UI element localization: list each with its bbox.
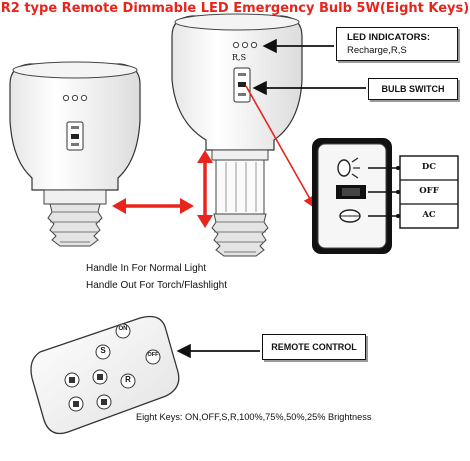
right-bulb xyxy=(171,13,303,257)
remote-key-s: S xyxy=(100,346,106,355)
switch-mode-box xyxy=(399,155,459,229)
eight-keys-caption: Eight Keys: ON,OFF,S,R,100%,75%,50%,25% … xyxy=(136,412,372,422)
bulb-rs-label: R,S xyxy=(232,53,247,62)
led-indicators-detail: Recharge,R,S xyxy=(347,45,407,56)
remote-control-box: REMOTE CONTROL xyxy=(262,334,366,360)
handle-out-caption: Handle Out For Torch/Flashlight xyxy=(86,280,227,291)
mode-ac-label: AC xyxy=(422,210,436,220)
mode-off-label: OFF xyxy=(419,186,439,196)
mode-dc-label: DC xyxy=(421,162,437,172)
page-title: R2 type Remote Dimmable LED Emergency Bu… xyxy=(0,1,470,16)
bulb-switch-label: BULB SWITCH xyxy=(381,84,445,94)
remote-key-r: R xyxy=(125,375,131,384)
led-indicators-box: LED INDICATORS: Recharge,R,S xyxy=(336,27,458,61)
handle-arrows xyxy=(112,150,213,228)
switch-closeup xyxy=(312,138,400,254)
remote-key-on: ON xyxy=(118,326,128,332)
remote-key-off: OFF xyxy=(147,352,159,358)
switch-detail-arrow xyxy=(245,85,316,209)
remote-control-label: REMOTE CONTROL xyxy=(271,342,357,352)
bulb-switch-box: BULB SWITCH xyxy=(368,78,458,100)
left-bulb xyxy=(9,61,141,247)
led-indicators-heading: LED INDICATORS: xyxy=(347,32,431,43)
remote-control xyxy=(30,315,180,435)
handle-in-caption: Handle In For Normal Light xyxy=(86,263,207,274)
